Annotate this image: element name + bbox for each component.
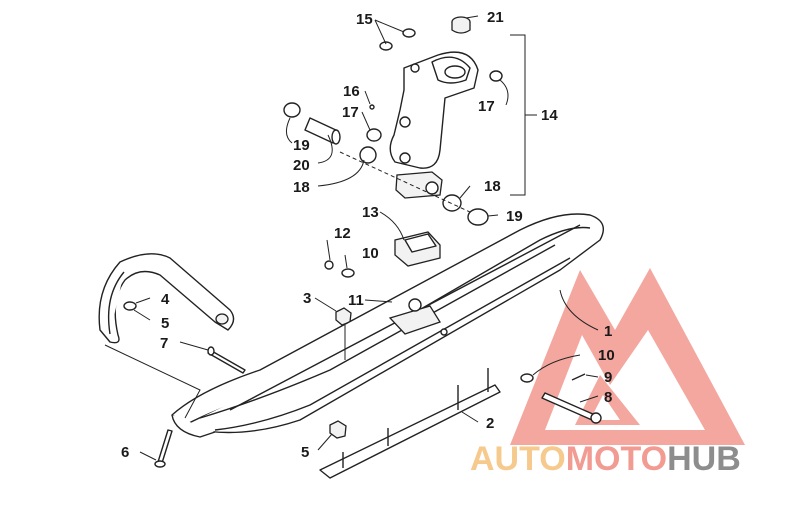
mount-block [324,231,441,326]
callout-6: 6 [121,444,129,461]
callout-10: 10 [362,245,379,262]
callout-10: 10 [598,347,615,364]
ski-body [171,213,604,439]
callout-15: 15 [356,11,373,28]
callout-9: 9 [604,369,612,386]
fasteners [154,346,602,468]
callout-19: 19 [506,208,523,225]
callout-3: 3 [303,290,311,307]
callout-14: 14 [541,107,558,124]
leader-lines [104,15,599,461]
callout-17: 17 [478,98,495,115]
callout-1: 1 [604,323,612,340]
callout-2: 2 [486,415,494,432]
callout-21: 21 [487,9,504,26]
callout-labels: 15 21 16 17 17 14 19 20 18 18 19 13 12 1… [121,9,615,461]
callout-12: 12 [334,225,351,242]
callout-11: 11 [348,292,364,309]
callout-5: 5 [161,315,169,332]
spindle-assembly [283,16,537,226]
watermark-logo [510,268,745,445]
callout-8: 8 [604,389,612,406]
callout-7: 7 [160,335,168,352]
callout-4: 4 [161,291,170,308]
callout-16: 16 [343,83,360,100]
callout-18: 18 [484,178,501,195]
callout-5: 5 [301,444,309,461]
callout-19: 19 [293,137,310,154]
callout-13: 13 [362,204,379,221]
callout-18: 18 [293,179,310,196]
ski-handle [98,253,235,344]
callout-17: 17 [342,104,359,121]
wear-bar [319,368,501,479]
callout-20: 20 [293,157,310,174]
watermark-text: AUTOMOTOHUB [470,440,741,478]
